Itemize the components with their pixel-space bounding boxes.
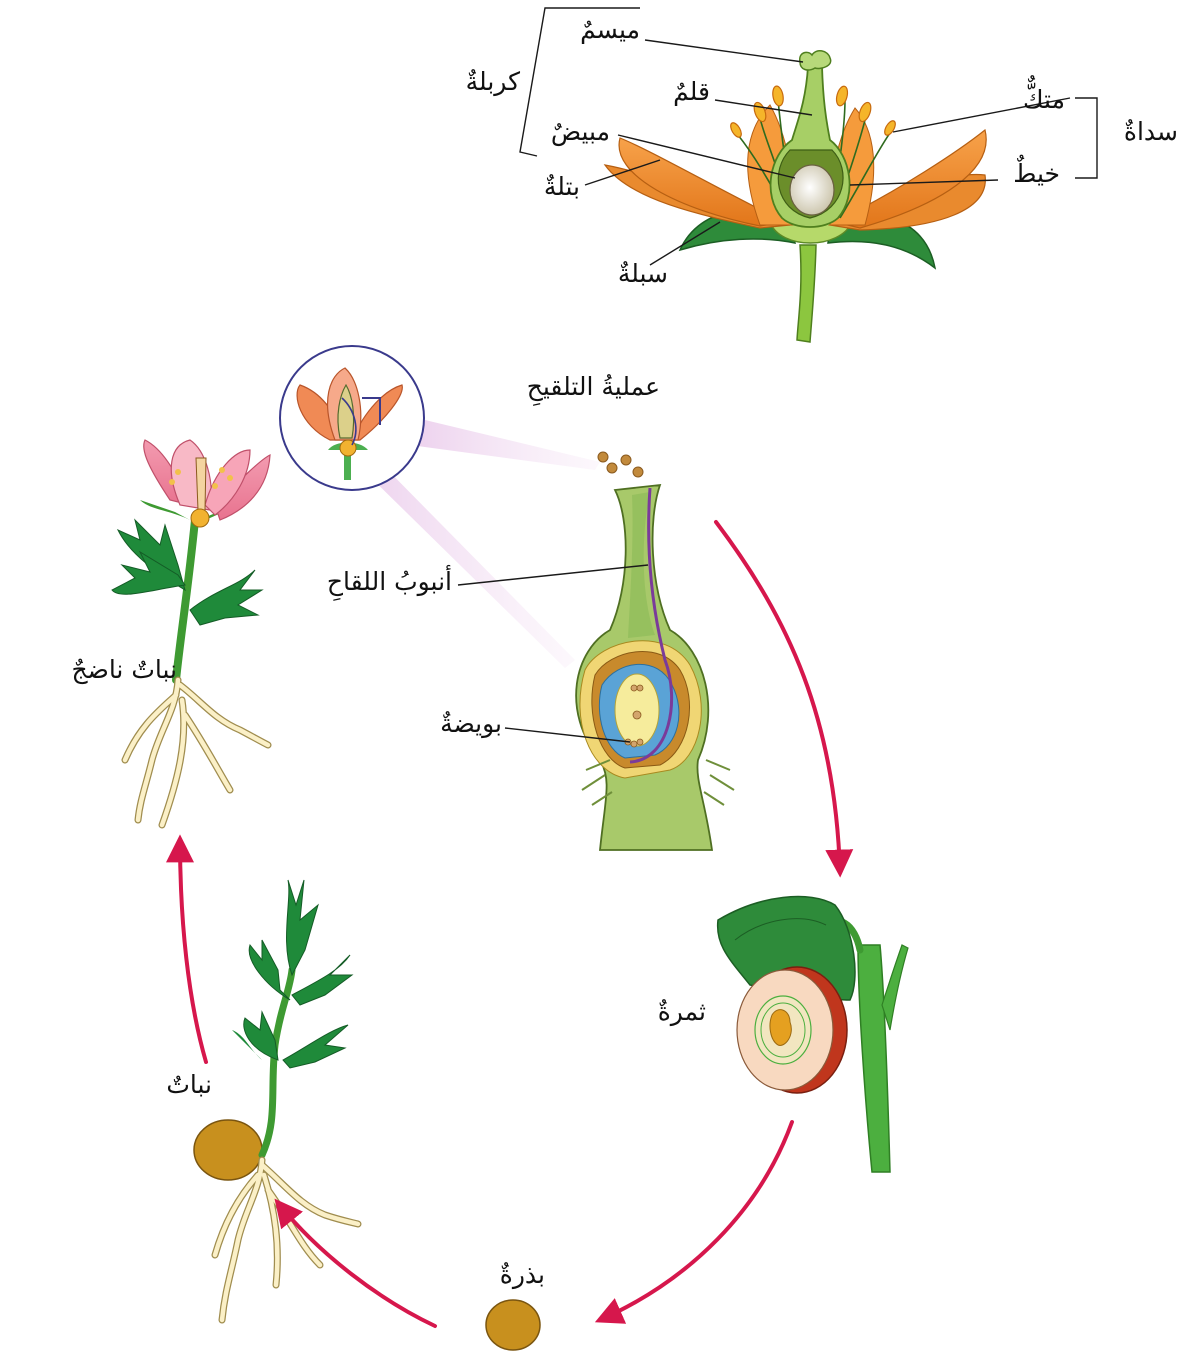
arrow-pollination-to-fruit xyxy=(716,522,840,872)
label-stigma: ميسمٌ xyxy=(580,15,640,44)
label-mature-plant: نباتٌ ناضجٌ xyxy=(71,655,177,685)
flower-stem xyxy=(797,245,816,342)
label-sepal: سبلةٌ xyxy=(618,259,668,288)
ovule-white xyxy=(790,165,834,215)
fruit-illustration xyxy=(718,897,908,1172)
pollen-grains xyxy=(598,452,643,477)
inset-flower-circle xyxy=(280,346,424,490)
arrow-seedling-to-mature xyxy=(180,840,206,1062)
label-carpel: كربلةٌ xyxy=(466,67,520,97)
zoom-beam-bottom xyxy=(355,452,575,668)
seedling-illustration xyxy=(194,880,358,1320)
flower-anatomy: ميسمٌ كربلةٌ قلمٌ مبيضٌ بتلةٌ سبلةٌ متكٌ… xyxy=(466,8,1178,342)
label-ovule: بويضةٌ xyxy=(440,709,502,739)
arrow-fruit-to-seed xyxy=(600,1122,792,1320)
label-filament: خيطٌ xyxy=(1013,155,1060,188)
stigma-leader xyxy=(645,40,803,62)
mature-plant-illustration xyxy=(112,440,270,825)
label-stamen: سداةٌ xyxy=(1124,117,1178,146)
label-pollination: عمليةُ التلقيحِ xyxy=(527,372,660,406)
label-ovary: مبيضٌ xyxy=(551,117,610,147)
label-seedling: نباتٌ xyxy=(166,1070,212,1099)
label-seed: بذرةٌ xyxy=(500,1260,545,1290)
label-petal: بتلةٌ xyxy=(544,172,580,201)
seed xyxy=(486,1300,540,1350)
label-pollen-tube: أنبوبُ اللقاحِ xyxy=(327,564,452,601)
pistil-cross-section xyxy=(576,485,734,850)
label-fruit: ثمرةٌ xyxy=(658,997,706,1027)
label-anther: متكٌّ xyxy=(1023,75,1065,114)
stamen-bracket xyxy=(1075,98,1097,178)
stigma xyxy=(800,51,831,70)
zoom-beam-top xyxy=(410,420,600,470)
label-style: قلمٌ xyxy=(673,77,710,106)
